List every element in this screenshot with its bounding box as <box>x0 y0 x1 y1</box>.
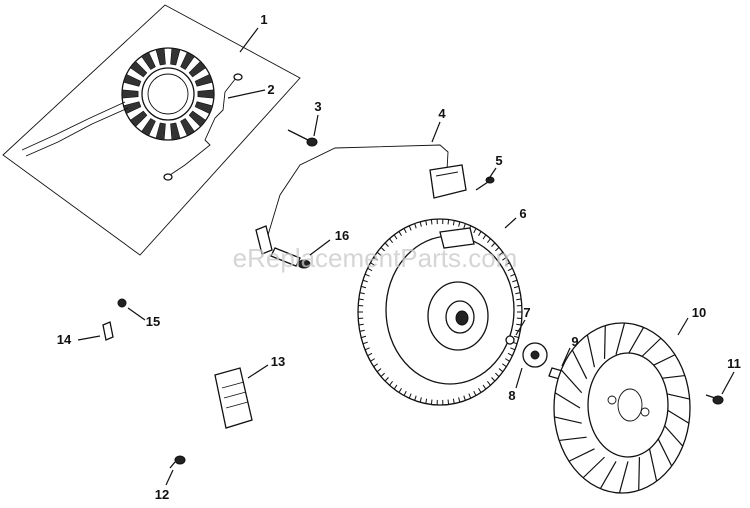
screw-part-3[interactable] <box>287 129 318 147</box>
watermark-text: eReplacementParts.com <box>233 243 518 273</box>
callout-13: 13 <box>271 354 285 369</box>
flywheel[interactable] <box>357 218 523 406</box>
key-part-7[interactable] <box>505 335 515 345</box>
screw-part-5[interactable] <box>475 176 495 191</box>
ground-bracket[interactable] <box>163 73 243 181</box>
callout-2: 2 <box>267 82 274 97</box>
callout-12: 12 <box>155 487 169 502</box>
callout-5: 5 <box>495 153 502 168</box>
callout-10: 10 <box>692 305 706 320</box>
callout-9: 9 <box>571 334 578 349</box>
callout-1: 1 <box>260 12 267 27</box>
callout-3: 3 <box>314 99 321 114</box>
spark-plug-boot[interactable] <box>255 225 273 255</box>
callout-7: 7 <box>523 305 530 320</box>
callout-4: 4 <box>438 106 446 121</box>
stator-leads <box>21 101 129 157</box>
callout-16: 16 <box>335 228 349 243</box>
callouts: 1 2 3 4 5 6 7 8 9 10 11 12 13 14 15 16 <box>57 12 741 502</box>
rectifier-regulator[interactable] <box>214 367 253 429</box>
nut-part-15[interactable] <box>117 298 127 308</box>
screw-part-11[interactable] <box>705 394 724 405</box>
leader-lines <box>77 27 735 486</box>
ignition-module[interactable] <box>267 144 467 236</box>
stator[interactable] <box>121 47 215 141</box>
bracket-part-14[interactable] <box>102 321 114 341</box>
screw-part-12[interactable] <box>169 455 186 469</box>
spark-plug[interactable] <box>270 247 311 269</box>
stator-kit-box <box>2 4 301 256</box>
callout-6: 6 <box>519 206 526 221</box>
callout-8: 8 <box>508 388 515 403</box>
callout-11: 11 <box>727 356 741 371</box>
callout-15: 15 <box>146 314 160 329</box>
callout-14: 14 <box>57 332 72 347</box>
fan[interactable] <box>553 322 691 494</box>
washer-part-8[interactable] <box>522 342 548 368</box>
